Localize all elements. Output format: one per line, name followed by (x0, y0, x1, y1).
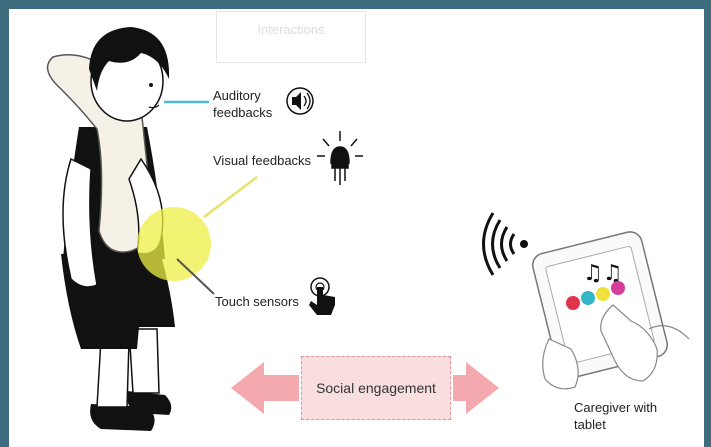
faded-label: Interactions (257, 22, 325, 37)
faded-background-box: Interactions (216, 11, 366, 63)
child-figure (46, 27, 175, 431)
wireless-signal-icon (482, 212, 528, 276)
tablet-dot-yellow (596, 287, 610, 301)
touch-icon (309, 277, 335, 315)
diagram-canvas: Interactions (9, 9, 704, 447)
touch-pointer-line (176, 258, 215, 295)
touch-sensor-glow (137, 207, 211, 281)
social-engagement-box: Social engagement (301, 356, 451, 420)
illustration: ♫♫ (46, 27, 690, 431)
social-engagement-label: Social engagement (316, 380, 436, 396)
left-arrow (231, 362, 299, 414)
tablet-dot-cyan (581, 291, 595, 305)
speaker-icon (286, 87, 314, 115)
right-arrow (453, 362, 499, 414)
tablet-dot-red (566, 296, 580, 310)
tablet-illustration: ♫♫ (531, 231, 690, 390)
tablet-dot-magenta (611, 281, 625, 295)
caregiver-label-line-2: tablet (574, 417, 606, 432)
touch-label: Touch sensors (215, 294, 299, 309)
auditory-label-line-2: feedbacks (213, 105, 273, 120)
visual-pointer-line (203, 176, 258, 218)
auditory-label: Auditory feedbacks (213, 87, 272, 121)
caregiver-label-line-1: Caregiver with (574, 400, 658, 415)
light-bulb-icon (317, 131, 363, 185)
auditory-label-line-1: Auditory (213, 88, 261, 103)
visual-label: Visual feedbacks (213, 153, 312, 168)
caregiver-label: Caregiver with tablet (574, 399, 657, 433)
